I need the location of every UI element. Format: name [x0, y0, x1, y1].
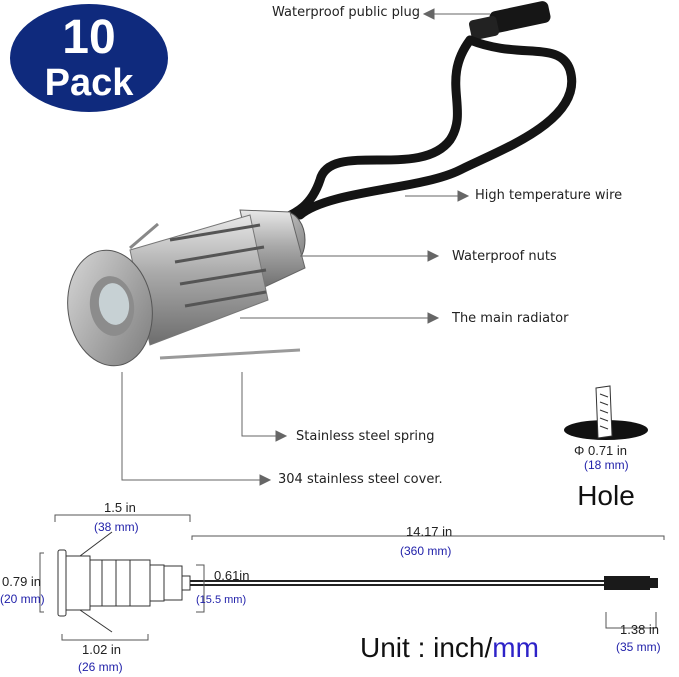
callout-lines — [121, 8, 490, 486]
callout-wire: High temperature wire — [475, 188, 623, 203]
plug-length-in: 1.38 in — [620, 622, 660, 637]
plug-length-mm: (35 mm) — [616, 640, 661, 654]
callout-cover: 304 stainless steel cover. — [278, 472, 443, 487]
unit-mm: mm — [492, 632, 539, 663]
head-height-mm: (20 mm) — [0, 592, 45, 606]
waterproof-plug-graphic — [468, 1, 551, 40]
hole-dim-mm: (18 mm) — [584, 458, 629, 472]
total-width-mm: (38 mm) — [94, 520, 139, 534]
light-body-graphic — [67, 209, 306, 367]
dimension-lines — [39, 514, 665, 641]
callout-nuts: Waterproof nuts — [452, 249, 557, 264]
body-width-in: 1.02 in — [82, 642, 122, 657]
badge-number: 10 — [62, 11, 116, 64]
ten-pack-badge: 10 Pack — [10, 4, 168, 112]
cable-graphic — [275, 35, 577, 225]
cable-length-mm: (360 mm) — [400, 544, 452, 558]
nut-height-in: 0.61in — [214, 568, 250, 583]
nut-height-mm: (15.5 mm) — [196, 594, 247, 606]
badge-word: Pack — [44, 62, 134, 104]
callout-radiator: The main radiator — [452, 311, 569, 326]
hole-label: Hole — [577, 480, 635, 511]
hole-dim-in: Φ 0.71 in — [574, 443, 628, 458]
unit-label: Unit : inch/mm — [360, 632, 539, 664]
callout-plug: Waterproof public plug — [272, 5, 420, 20]
head-height-in: 0.79 in — [2, 574, 42, 589]
side-view-plug — [604, 576, 658, 590]
side-view-drawing — [57, 531, 604, 633]
body-width-mm: (26 mm) — [78, 660, 123, 674]
unit-prefix: Unit : inch/ — [360, 632, 493, 663]
total-width-in: 1.5 in — [104, 500, 136, 515]
cable-length-in: 14.17 in — [406, 524, 453, 539]
callout-spring: Stainless steel spring — [296, 429, 435, 444]
hole-icon — [564, 385, 648, 440]
